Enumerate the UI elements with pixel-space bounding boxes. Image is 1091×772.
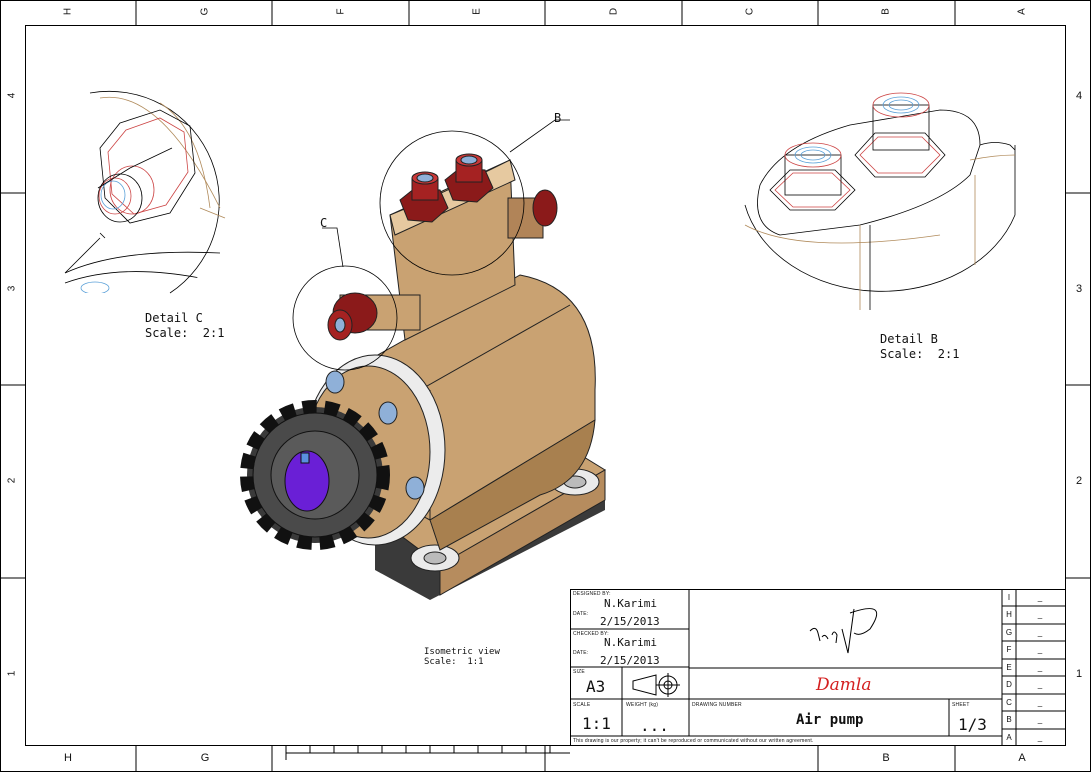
zone-letter-bottom-b: B	[882, 752, 890, 764]
isometric-view-air-pump	[240, 119, 606, 600]
detail-b-marker: B	[554, 111, 562, 125]
zone-letter-bottom-a: A	[1018, 752, 1026, 764]
revision-value: _	[1037, 593, 1043, 602]
revision-value: _	[1037, 680, 1043, 689]
revision-letter: A	[1006, 733, 1012, 742]
zone-letter-top-b: B	[880, 8, 892, 15]
sheet-value: 1/3	[958, 715, 987, 734]
revision-value: _	[1037, 698, 1043, 707]
revision-value: _	[1037, 733, 1043, 742]
revision-letter: H	[1006, 610, 1012, 619]
detail-b-view	[744, 92, 1016, 310]
zone-letter-top-d: D	[608, 7, 620, 16]
weight-label: WEIGHT (kg)	[626, 702, 659, 708]
isometric-caption-scale: Scale: 1:1	[424, 657, 484, 667]
zone-number-right-3: 3	[1075, 283, 1083, 295]
zone-letter-top-a: A	[1016, 8, 1028, 15]
checked-date-label: DATE:	[573, 650, 589, 656]
zone-number-left-4: 4	[6, 92, 18, 99]
scale-label: SCALE	[573, 702, 591, 708]
title-block-grid	[570, 589, 1066, 746]
revision-letter: D	[1006, 680, 1012, 689]
isometric-caption-title: Isometric view	[424, 647, 500, 657]
drawing-title: Air pump	[796, 712, 864, 728]
detail-c-caption-title: Detail C	[145, 311, 203, 325]
revision-letter: B	[1006, 715, 1012, 724]
revision-value: _	[1037, 715, 1043, 724]
revision-letter: G	[1005, 628, 1013, 637]
zone-letter-bottom-g: G	[200, 752, 210, 764]
company-name: Damla	[816, 675, 872, 695]
drawing-number-label: DRAWING NUMBER	[692, 702, 742, 708]
detail-c-view	[64, 90, 226, 294]
size-label: SIZE	[573, 669, 585, 675]
zone-number-left-2: 2	[6, 477, 18, 484]
zone-letter-top-g: G	[199, 7, 211, 16]
revision-value: _	[1037, 663, 1043, 672]
revision-value: _	[1037, 645, 1043, 654]
weight-value: ...	[640, 716, 669, 735]
checked-by-value: N.Karimi	[604, 636, 657, 649]
designed-date-label: DATE:	[573, 611, 589, 617]
designed-by-label: DESIGNED BY:	[573, 591, 611, 597]
sheet-label: SHEET	[952, 702, 970, 708]
zone-number-right-1: 1	[1075, 668, 1083, 680]
zone-number-right-4: 4	[1075, 90, 1083, 102]
detail-b-caption-title: Detail B	[880, 332, 938, 346]
checked-by-label: CHECKED BY:	[573, 631, 609, 637]
detail-b-caption-scale: Scale: 2:1	[880, 347, 960, 361]
revision-letter: I	[1007, 593, 1011, 602]
revision-value: _	[1037, 610, 1043, 619]
zone-letter-top-h: H	[62, 7, 74, 16]
revision-letter: F	[1006, 645, 1012, 654]
zone-number-right-2: 2	[1075, 475, 1083, 487]
disclaimer: This drawing is our property; it can't b…	[573, 738, 814, 744]
zone-letter-top-f: F	[335, 8, 347, 15]
title-block: DESIGNED BY: N.Karimi DATE: 2/15/2013 CH…	[570, 589, 1066, 746]
zone-number-left-1: 1	[6, 670, 18, 677]
revision-letter: C	[1006, 698, 1012, 707]
zone-number-left-3: 3	[6, 285, 18, 292]
zone-letter-top-e: E	[471, 8, 483, 15]
zone-letter-top-c: C	[744, 7, 756, 16]
scale-value: 1:1	[582, 714, 611, 733]
designed-by-value: N.Karimi	[604, 597, 657, 610]
revision-value: _	[1037, 628, 1043, 637]
checked-date-value: 2/15/2013	[600, 654, 660, 667]
detail-c-caption-scale: Scale: 2:1	[145, 326, 225, 340]
designed-date-value: 2/15/2013	[600, 615, 660, 628]
signature-mark	[809, 608, 878, 654]
detail-c-marker: C	[320, 216, 328, 230]
revision-letter: E	[1006, 663, 1012, 672]
zone-letter-bottom-h: H	[64, 752, 72, 764]
size-value: A3	[586, 677, 606, 696]
